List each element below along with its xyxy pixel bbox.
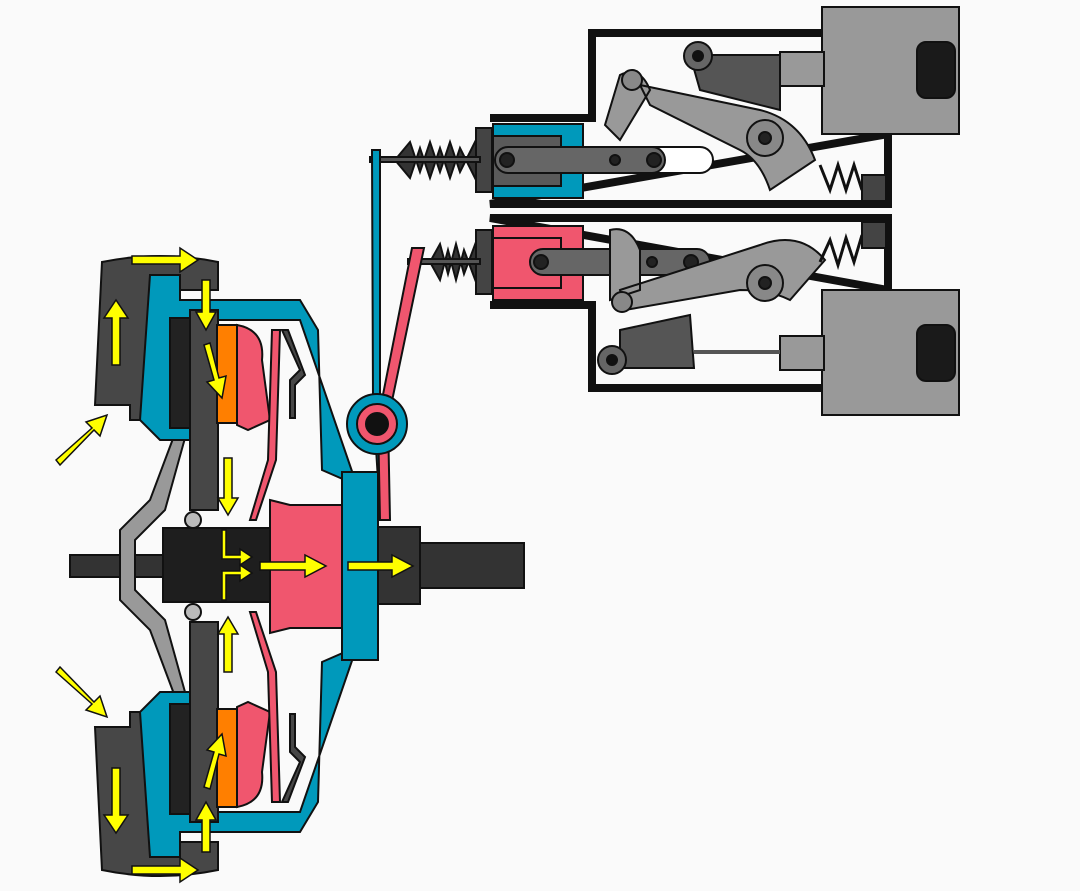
arrow-up-plate	[194, 800, 218, 853]
lower-roller-pin	[606, 354, 618, 366]
lower-motor-shaft	[779, 335, 825, 371]
arrow-hub-upper-bend	[221, 529, 254, 567]
lower-spring	[818, 233, 864, 271]
release-levers	[346, 149, 426, 521]
arrow-diag-down	[54, 665, 109, 719]
upper-lever-roller	[621, 69, 643, 91]
spring-finger-upper	[280, 329, 307, 419]
upper-wedge	[688, 54, 781, 112]
upper-pin-2	[609, 154, 621, 166]
arrow-down-flywheel	[102, 767, 130, 835]
upper-actuator	[369, 6, 960, 208]
arrow-right-pink	[259, 553, 328, 579]
lower-pin-2	[646, 256, 658, 268]
lower-motor-window	[916, 324, 956, 382]
arrow-right-bottom	[131, 856, 200, 884]
arrow-right-blue	[347, 553, 415, 579]
upper-pin-1	[499, 152, 515, 168]
upper-spring	[818, 160, 864, 195]
friction-orange-lower	[216, 708, 238, 808]
arrow-down-diag-upper	[203, 342, 227, 400]
clutch-assembly	[69, 255, 525, 877]
upper-lever-pivot-pin	[758, 131, 772, 145]
lower-lever-pivot-pin	[758, 276, 772, 290]
spring-finger-lower	[280, 713, 307, 803]
upper-motor-window	[916, 41, 956, 99]
upper-motor-shaft	[779, 51, 825, 87]
bearing-upper	[184, 511, 202, 529]
upper-spring-stop	[861, 174, 887, 202]
force-arrows	[54, 246, 415, 884]
arrow-right-top	[131, 246, 200, 274]
upper-roller-pin	[692, 50, 704, 62]
upper-pushrod	[369, 156, 481, 163]
clutch-disc-lower	[169, 703, 193, 815]
arrow-down-plate	[194, 279, 218, 332]
hub-splines	[162, 527, 274, 603]
lower-actuator	[407, 214, 960, 416]
upper-link-rod	[494, 146, 666, 174]
arrow-hub-lower-bend	[221, 563, 254, 601]
pressure-plate-lower	[189, 621, 219, 823]
arrow-down-hub	[216, 457, 240, 517]
pink-diaphragm-upper	[248, 329, 282, 521]
arrow-up-hub	[216, 615, 240, 673]
bearing-lower	[184, 603, 202, 621]
lower-lever-roller	[611, 291, 633, 313]
lower-spring-stop	[861, 221, 887, 249]
upper-pin-3	[646, 152, 662, 168]
arrow-up-diag-lower	[203, 732, 227, 790]
pink-pressure-upper	[236, 323, 272, 432]
arrow-up-flywheel	[102, 298, 130, 366]
pressure-plate-upper	[189, 309, 219, 511]
output-shaft	[409, 542, 525, 589]
friction-orange-upper	[216, 324, 238, 424]
lower-pin-1	[533, 254, 549, 270]
pink-pressure-lower	[236, 700, 272, 809]
arrow-diag-up	[54, 413, 109, 467]
fork-pivot-pin	[365, 412, 389, 436]
lower-pushrod	[407, 258, 481, 265]
pink-diaphragm-lower	[248, 611, 282, 803]
clutch-disc-upper	[169, 317, 193, 429]
